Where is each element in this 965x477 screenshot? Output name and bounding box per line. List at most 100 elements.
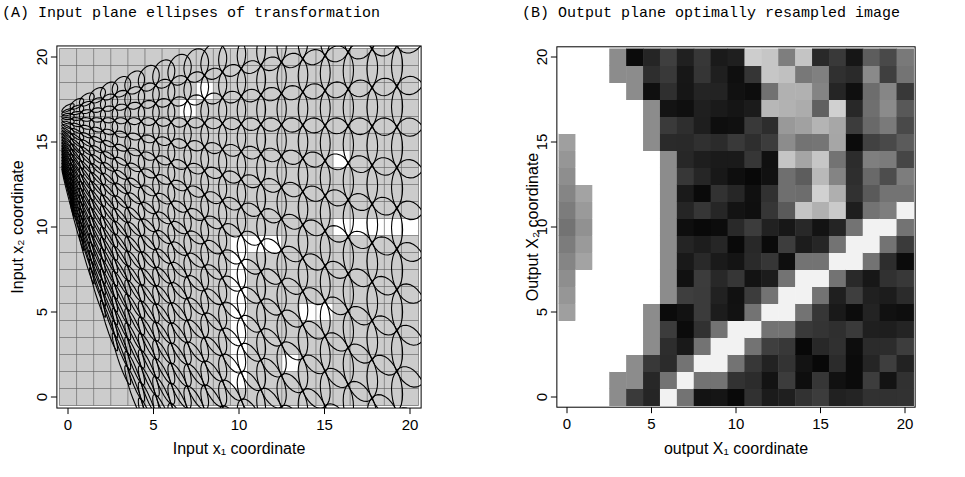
ellipse	[367, 237, 403, 295]
pixel-cell	[367, 134, 384, 151]
image-pixel	[829, 236, 846, 254]
image-pixel	[677, 83, 694, 101]
pixel-cell	[367, 372, 384, 389]
image-pixel	[643, 304, 660, 322]
resampled-image	[559, 49, 914, 407]
image-pixel	[660, 304, 677, 322]
image-pixel	[592, 372, 609, 390]
image-pixel	[778, 338, 795, 356]
ellipse	[257, 209, 287, 254]
image-pixel	[677, 338, 694, 356]
image-pixel	[829, 151, 846, 169]
pixel-cell	[196, 117, 213, 134]
pixel-cell	[59, 287, 76, 304]
image-pixel	[677, 134, 694, 152]
ellipse	[79, 174, 94, 200]
image-pixel	[761, 134, 778, 152]
ellipse	[367, 316, 403, 375]
ellipse	[237, 203, 265, 245]
image-pixel	[812, 355, 829, 373]
ellipse	[257, 359, 287, 409]
image-pixel	[677, 253, 694, 271]
ellipse	[153, 60, 175, 88]
image-pixel	[744, 389, 761, 407]
ellipse	[201, 192, 227, 229]
image-pixel	[761, 355, 778, 373]
image-pixel	[812, 151, 829, 169]
image-pixel	[812, 134, 829, 152]
ellipse	[219, 250, 246, 291]
image-pixel	[761, 321, 778, 339]
image-pixel	[761, 270, 778, 288]
tick-label: 20	[533, 49, 548, 66]
image-pixel	[643, 168, 660, 186]
tick-label: 20	[897, 416, 914, 431]
image-pixel	[660, 287, 677, 305]
image-pixel	[626, 236, 643, 254]
image-pixel	[761, 168, 778, 186]
image-pixel	[897, 185, 914, 203]
image-pixel	[761, 236, 778, 254]
pixel-cell	[316, 338, 333, 355]
image-pixel	[660, 202, 677, 220]
ellipse	[70, 98, 84, 109]
image-pixel	[592, 168, 609, 186]
image-pixel	[812, 100, 829, 118]
ellipse	[138, 202, 159, 231]
image-pixel	[778, 66, 795, 84]
image-pixel	[778, 151, 795, 169]
image-pixel	[660, 66, 677, 84]
image-pixel	[575, 270, 592, 288]
ellipse	[90, 137, 106, 153]
image-pixel	[744, 270, 761, 288]
pixel-cell	[333, 253, 350, 270]
tick-label: 15	[316, 417, 333, 432]
image-pixel	[559, 134, 576, 152]
image-pixel	[660, 117, 677, 135]
pixel-cell	[94, 355, 111, 372]
pixel-cell	[248, 219, 265, 236]
image-pixel	[575, 100, 592, 118]
image-pixel	[559, 253, 576, 271]
ellipse	[201, 46, 227, 79]
ellipse	[90, 199, 106, 229]
image-pixel	[897, 66, 914, 84]
image-pixel	[761, 185, 778, 203]
ellipse	[184, 208, 209, 244]
grid-line	[59, 388, 418, 389]
image-pixel	[575, 185, 592, 203]
pixel-cell	[367, 100, 384, 117]
ellipse	[343, 231, 377, 287]
image-pixel	[795, 270, 812, 288]
image-pixel	[694, 185, 711, 203]
image-pixel	[677, 321, 694, 339]
grid-line	[281, 49, 282, 406]
image-pixel	[897, 236, 914, 254]
image-pixel	[728, 100, 745, 118]
image-pixel	[846, 185, 863, 203]
ellipse	[79, 168, 94, 192]
grid-line	[59, 354, 418, 355]
image-pixel	[660, 185, 677, 203]
ellipse	[201, 216, 227, 254]
pixel-cell	[59, 389, 76, 406]
image-pixel	[863, 270, 880, 288]
image-pixel	[846, 100, 863, 118]
image-pixel	[626, 321, 643, 339]
ellipse	[153, 212, 175, 244]
image-pixel	[728, 83, 745, 101]
image-pixel	[575, 117, 592, 135]
pixel-cell	[401, 49, 418, 66]
ellipse	[184, 386, 209, 408]
image-pixel	[660, 151, 677, 169]
pixel-cell	[333, 389, 350, 406]
image-pixel	[626, 185, 643, 203]
image-pixel	[880, 151, 897, 169]
image-pixel	[795, 168, 812, 186]
pixel-cell	[77, 355, 94, 372]
ellipse	[112, 284, 131, 326]
image-pixel	[778, 355, 795, 373]
ellipse	[257, 46, 287, 71]
image-pixel	[559, 100, 576, 118]
